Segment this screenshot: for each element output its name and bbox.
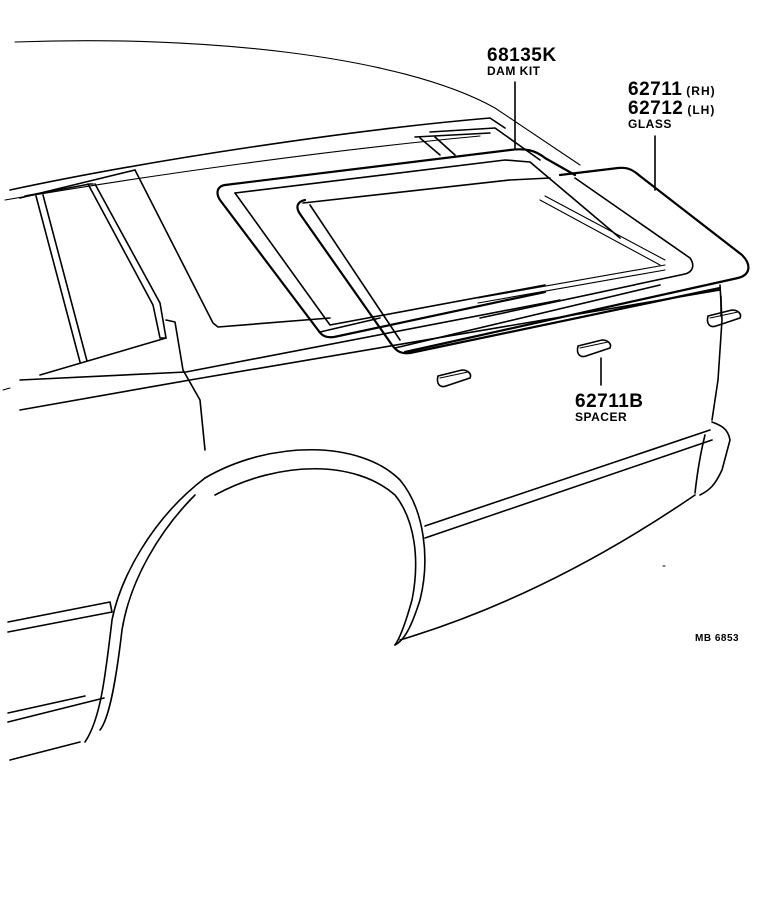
rear-quarter-glass (403, 166, 750, 354)
callout-glass-rh: 62711(RH) (628, 80, 716, 99)
side-moldings (2, 387, 113, 761)
callout-glass-lh: 62712(LH) (628, 99, 716, 118)
callout-dam-kit: 68135K DAM KIT (487, 46, 557, 77)
part-description-glass: GLASS (628, 117, 672, 131)
side-rh: (RH) (686, 84, 716, 98)
dam-kit-frame (216, 148, 621, 339)
spacers (436, 309, 742, 388)
spacer-3 (706, 309, 742, 328)
rear-body-panel (399, 284, 731, 641)
part-number-68135k: 68135K (487, 45, 557, 66)
callout-glass: 62711(RH) 62712(LH) GLASS (628, 80, 716, 130)
part-description-dam-kit: DAM KIT (487, 64, 541, 78)
glass-inner-pane (296, 177, 722, 355)
spacer-2 (576, 339, 612, 358)
drawing-code: MB 6853 (695, 633, 740, 644)
part-description-spacer: SPACER (575, 410, 628, 424)
part-number-62711b: 62711B (575, 391, 644, 412)
callout-spacer: 62711B SPACER (575, 392, 644, 423)
leader-lines (514, 81, 722, 386)
part-number-62711: 62711 (628, 79, 683, 100)
body-window-opening (414, 127, 541, 161)
side-window-frame (24, 169, 331, 451)
spacer-1 (436, 369, 472, 388)
belt-line (19, 289, 721, 411)
part-number-62712: 62712 (628, 98, 684, 119)
wheel-arch (84, 449, 426, 743)
side-lh: (LH) (687, 103, 716, 117)
